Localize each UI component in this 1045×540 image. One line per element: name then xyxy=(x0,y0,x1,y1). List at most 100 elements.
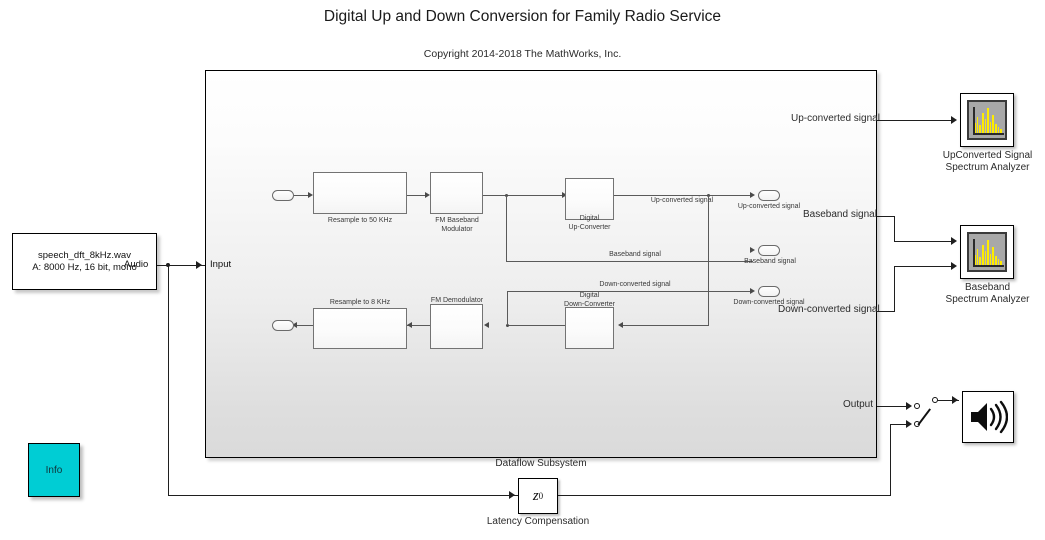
spectrum-bar xyxy=(984,119,987,133)
outport-upconverted[interactable] xyxy=(758,190,780,201)
upconverted-scope-label: UpConverted Signal Spectrum Analyzer xyxy=(915,150,1045,173)
audio-file-source-block[interactable]: speech_dft_8kHz.wav A: 8000 Hz, 16 bit, … xyxy=(12,233,157,290)
resample-to-8khz-block[interactable] xyxy=(313,308,407,349)
page-title: Digital Up and Down Conversion for Famil… xyxy=(323,8,722,25)
wire-baseband-branch-down xyxy=(506,195,507,261)
wire-baseband-down xyxy=(894,216,895,241)
arrow-into-latency-block xyxy=(509,491,515,499)
wire-ddc-to-fmdemod xyxy=(508,325,565,326)
wire-switch-lower-up xyxy=(890,424,891,496)
switch-lever[interactable] xyxy=(917,408,931,426)
audio-device-writer-block[interactable] xyxy=(962,391,1014,443)
arrow-downconverted-outport xyxy=(750,288,755,294)
wire-upconverted-to-ddc xyxy=(623,325,709,326)
arrow-into-baseband-scope-bottom xyxy=(951,262,957,270)
wire-output-to-switch xyxy=(877,406,909,407)
source-text: speech_dft_8kHz.wav A: 8000 Hz, 16 bit, … xyxy=(32,250,137,274)
spectrum-bar xyxy=(995,256,997,265)
resample-to-8khz-label: Resample to 8 KHz xyxy=(329,299,391,306)
dataflow-subsystem-label: Dataflow Subsystem xyxy=(495,458,587,469)
info-label: Info xyxy=(45,464,63,476)
baseband-port-label: Baseband signal xyxy=(744,258,796,265)
arrow-into-speaker xyxy=(952,396,958,404)
fm-demodulator-block[interactable] xyxy=(430,304,483,349)
fm-baseband-modulator-block[interactable] xyxy=(430,172,483,214)
spectrum-bar xyxy=(989,253,992,265)
spectrum-bar xyxy=(979,257,981,265)
arrow-switch-lower-input xyxy=(906,420,912,428)
spectrum-bar xyxy=(1000,261,1003,265)
wire-downconverted-up-outer xyxy=(894,266,895,312)
arrow-into-resample8 xyxy=(407,322,412,328)
fm-baseband-modulator-label: FM Baseband Modulator xyxy=(420,216,494,234)
scope-screen xyxy=(967,232,1007,272)
arrow-into-upconverted-scope xyxy=(951,116,957,124)
arrow-into-input-port xyxy=(196,261,202,269)
wire-switch-lower-in xyxy=(890,424,909,425)
scope-spectrum-bars xyxy=(974,239,1003,265)
subsystem-input-port-label: Input xyxy=(210,259,232,270)
inport-upchain[interactable] xyxy=(272,190,294,201)
outport-downconverted[interactable] xyxy=(758,286,780,297)
info-block[interactable]: Info xyxy=(28,443,80,497)
baseband-inner-signal-label: Baseband signal xyxy=(609,251,661,258)
spectrum-bar xyxy=(976,116,979,133)
upconverted-outer-label: Up-converted signal xyxy=(791,113,880,124)
wire-bottom-to-latency xyxy=(168,495,518,496)
spectrum-bar xyxy=(984,251,987,265)
fm-modulator-line1: FM Baseband xyxy=(435,217,479,224)
upconverted-spectrum-analyzer-block[interactable] xyxy=(960,93,1014,147)
wire-upconverted-branch-down xyxy=(708,195,709,325)
wire-resample8-to-outport xyxy=(294,325,313,326)
digital-up-converter-label: Digital Up-Converter xyxy=(551,214,628,232)
spectrum-bar xyxy=(974,254,976,265)
spectrum-bar xyxy=(995,124,997,133)
spectrum-bar xyxy=(992,114,995,133)
subsystem-output-port-label: Output xyxy=(843,399,874,410)
upconverted-scope-line2: Spectrum Analyzer xyxy=(945,161,1030,173)
arrow-into-duc xyxy=(562,192,567,198)
source-output-port-label: Audio xyxy=(124,259,149,270)
ddc-line2: Down-Converter xyxy=(564,301,615,308)
wire-downconverted-to-scope xyxy=(894,266,955,267)
spectrum-bar xyxy=(997,127,1000,133)
wire-switch-to-speaker xyxy=(937,400,959,401)
latency-exponent: 0 xyxy=(538,491,544,501)
wire-baseband-inner xyxy=(506,261,753,262)
baseband-spectrum-analyzer-block[interactable] xyxy=(960,225,1014,279)
wire-fmdemod-to-resample8 xyxy=(407,325,430,326)
duc-line2: Up-Converter xyxy=(568,224,611,231)
spectrum-bar xyxy=(979,125,981,133)
manual-switch-block[interactable] xyxy=(914,393,959,433)
wire-resample50-to-fmmod xyxy=(407,195,427,196)
switch-input-node-1 xyxy=(914,403,920,409)
latency-symbol: z xyxy=(532,487,539,504)
wire-upconverted-to-scope xyxy=(877,120,955,121)
wire-inport-to-resample50 xyxy=(294,195,310,196)
wire-downconverted-up xyxy=(507,291,508,325)
fm-modulator-line2: Modulator xyxy=(441,226,473,233)
digital-down-converter-block[interactable] xyxy=(565,307,614,349)
arrow-audio-outport xyxy=(292,322,297,328)
digital-up-converter-block[interactable] xyxy=(565,178,614,220)
duc-line1: Digital xyxy=(579,215,600,222)
outport-baseband[interactable] xyxy=(758,245,780,256)
upconverted-inner-signal-label: Up-converted signal xyxy=(650,197,714,204)
wire-downconverted-inner xyxy=(507,291,753,292)
wire-fmmod-to-duc xyxy=(483,195,569,196)
dataflow-subsystem-block[interactable] xyxy=(205,70,877,458)
arrow-into-fm-modulator xyxy=(425,192,430,198)
scope-y-axis xyxy=(973,239,975,266)
wire-latency-to-switch xyxy=(558,495,891,496)
scope-spectrum-bars xyxy=(974,107,1003,133)
wire-downconverted-out xyxy=(877,311,895,312)
outport-audio-out[interactable] xyxy=(272,320,294,331)
fm-demodulator-label: FM Demodulator xyxy=(430,297,484,304)
downconverted-port-label: Down-converted signal xyxy=(733,299,805,306)
baseband-scope-line1: Baseband xyxy=(964,282,1011,293)
latency-compensation-label: Latency Compensation xyxy=(486,516,590,527)
baseband-scope-line2: Spectrum Analyzer xyxy=(945,293,1030,305)
downconverted-inner-signal-label: Down-converted signal xyxy=(599,281,671,288)
resample-to-50khz-block[interactable] xyxy=(313,172,407,214)
